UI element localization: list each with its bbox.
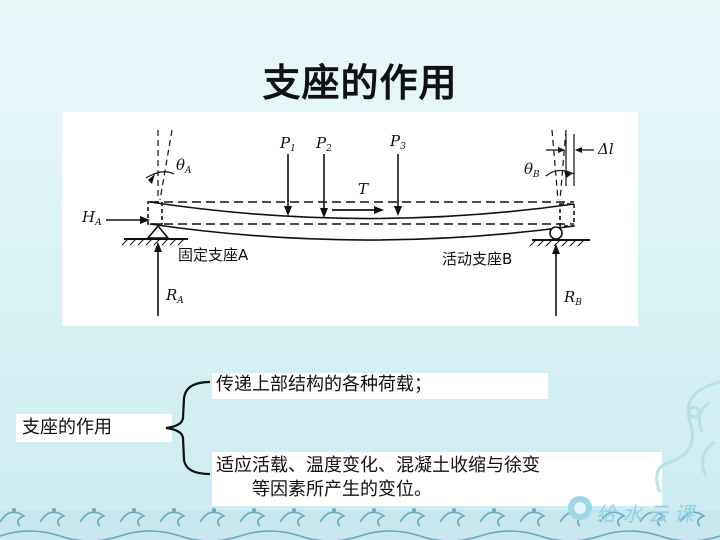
item-1-text: 传递上部结构的各种荷载； (216, 374, 432, 395)
beam-drawing (106, 129, 594, 316)
curly-brace (165, 380, 211, 476)
logo-icon (568, 496, 592, 520)
fixed-support-triangle (146, 224, 170, 239)
label-r-b: RB (564, 288, 582, 308)
label-delta-l: Δl (598, 140, 614, 158)
left-label-box: 支座的作用 (16, 414, 172, 442)
rotation-arc-b (545, 169, 575, 177)
rotation-line-b2 (559, 129, 567, 201)
label-r-a: RA (166, 286, 184, 306)
rotation-line-b1 (551, 129, 559, 201)
label-theta-b: θB (524, 160, 540, 180)
label-fixed-support: 固定支座A (178, 246, 249, 264)
dragon-decoration-icon (655, 380, 720, 493)
beam-deflected-top (149, 201, 575, 220)
label-t: T (358, 180, 369, 198)
rotation-line-a2 (159, 129, 173, 201)
label-p2: P2 (316, 134, 332, 154)
beam-end-right (559, 203, 575, 227)
beam-support-diagram: P1 P2 P3 T θA θB Δl HA RA RB 固定支座A 活动支座B (62, 112, 638, 326)
slide-title: 支座的作用 (262, 61, 458, 105)
label-movable-support: 活动支座B (442, 250, 513, 268)
item-2-line-2: 等因素所产生的变位。 (252, 479, 432, 500)
label-p3: P3 (390, 132, 406, 152)
roller-support (549, 226, 563, 240)
left-label: 支座的作用 (22, 417, 112, 438)
logo-text: 给水云课 (596, 502, 700, 526)
rotation-arc-a (145, 171, 175, 179)
item-box-2: 适应活载、温度变化、混凝土收缩与徐变 等因素所产生的变位。 (212, 452, 662, 506)
label-h-a: HA (82, 208, 102, 228)
beam-end-left (147, 201, 163, 225)
wave-border-decoration (0, 508, 720, 540)
label-theta-a: θA (176, 156, 192, 176)
item-2-line-1: 适应活载、温度变化、混凝土收缩与徐变 (216, 455, 540, 476)
item-box-1: 传递上部结构的各种荷载； (212, 373, 548, 399)
label-p1: P1 (280, 134, 296, 154)
beam-deflected-bottom (149, 223, 575, 241)
